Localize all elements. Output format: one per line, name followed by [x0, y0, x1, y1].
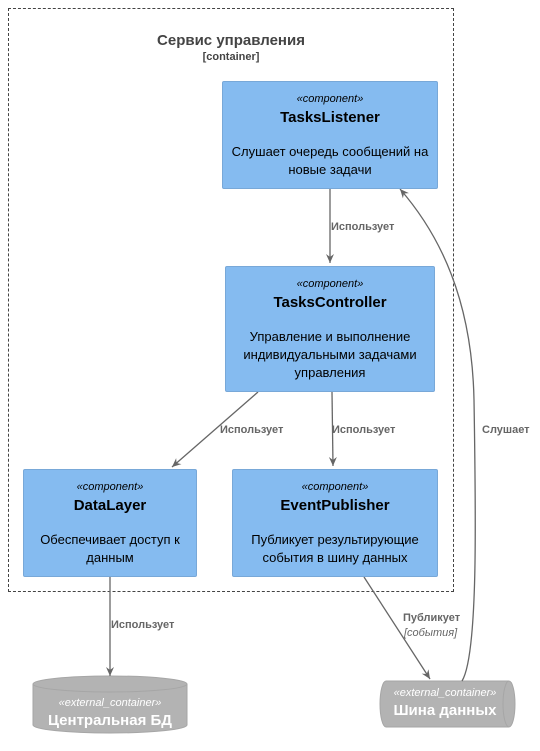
component-name: TasksListener: [280, 109, 380, 126]
component-description: Обеспечивает доступ к данным: [40, 532, 180, 565]
data-bus-queue: [379, 680, 516, 728]
component-stereotype: «component»: [76, 481, 144, 493]
component-name: TasksController: [273, 294, 387, 311]
tasks-listener-component[interactable]: «component» TasksListener Слушает очеред…: [222, 81, 438, 189]
component-stereotype: «component»: [296, 278, 364, 290]
tasks-controller-component[interactable]: «component» TasksController Управление и…: [225, 266, 435, 392]
boundary-title: Сервис управления: [157, 32, 305, 49]
service-boundary: [8, 8, 454, 592]
central-db-stereotype: «external_container»: [58, 697, 162, 709]
component-description: Публикует результирующие события в шину …: [251, 532, 419, 565]
label-publisher-bus-tech: [события]: [404, 627, 458, 639]
component-name: DataLayer: [73, 497, 147, 514]
boundary-type: [container]: [202, 51, 260, 63]
component-description: Управление и выполнение индивидуальными …: [243, 329, 417, 380]
label-bus-listener: Слушает: [482, 424, 530, 436]
component-stereotype: «component»: [301, 481, 369, 493]
component-description: Слушает очередь сообщений на новые задач…: [231, 144, 429, 177]
central-db-name: Центральная БД: [48, 712, 172, 729]
data-bus-stereotype: «external_container»: [393, 687, 497, 699]
arrow-controller-datalayer: [171, 391, 259, 468]
label-publisher-bus: Публикует: [403, 612, 461, 624]
event-publisher-component[interactable]: «component» EventPublisher Публикует рез…: [232, 469, 438, 577]
label-controller-datalayer: Использует: [220, 424, 284, 436]
label-listener-controller: Использует: [331, 221, 395, 233]
component-name: EventPublisher: [280, 497, 390, 514]
data-layer-component[interactable]: «component» DataLayer Обеспечивает досту…: [23, 469, 197, 577]
component-stereotype: «component»: [296, 93, 364, 105]
data-bus-name: Шина данных: [393, 702, 497, 719]
central-db-cylinder: [32, 675, 188, 734]
arrow-controller-publisher: [328, 391, 337, 467]
arrow-bus-listener: [399, 188, 476, 682]
arrow-publisher-bus: [363, 576, 431, 680]
label-controller-publisher: Использует: [332, 424, 396, 436]
label-datalayer-db: Использует: [111, 619, 175, 631]
